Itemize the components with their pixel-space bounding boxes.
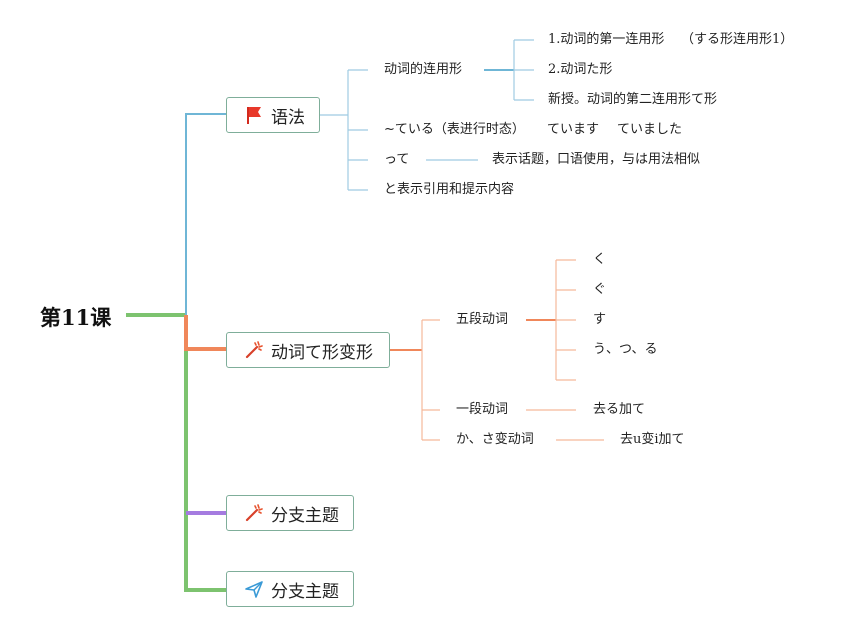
magic-wand-icon xyxy=(243,339,265,361)
subtopic-godan[interactable]: 五段动词 xyxy=(456,312,509,327)
topic-branch-4[interactable]: 分支主题 xyxy=(226,571,354,607)
subtopic-renyou[interactable]: 动词的连用形 xyxy=(384,62,463,77)
topic-te-form[interactable]: 动词て形变形 xyxy=(226,332,390,368)
topic-branch-4-label: 分支主题 xyxy=(271,581,339,602)
subtopic-godan-ku[interactable]: く xyxy=(593,252,607,267)
subtopic-renyou-1[interactable]: 1.动词的第一连用形 xyxy=(548,32,665,47)
paper-plane-icon xyxy=(243,578,265,600)
subtopic-to[interactable]: と表示引用和提示内容 xyxy=(384,182,515,197)
topic-grammar[interactable]: 语法 xyxy=(226,97,320,133)
subtopic-ka-sa-hen[interactable]: か、さ变动词 xyxy=(456,432,534,447)
subtopic-ichidan-rule[interactable]: 去る加て xyxy=(593,402,646,417)
subtopic-tte[interactable]: って xyxy=(384,152,410,167)
topic-branch-3-label: 分支主题 xyxy=(271,505,339,526)
subtopic-godan-gu[interactable]: ぐ xyxy=(593,282,607,297)
subtopic-teiru-extra-2: ていました xyxy=(617,122,683,137)
subtopic-godan-su[interactable]: す xyxy=(593,312,607,327)
subtopic-ichidan[interactable]: 一段动词 xyxy=(456,402,509,417)
topic-grammar-label: 语法 xyxy=(271,107,305,128)
subtopic-godan-u-tsu-ru[interactable]: う、つ、る xyxy=(593,342,658,357)
magic-wand-icon xyxy=(243,502,265,524)
topic-te-form-label: 动词て形变形 xyxy=(271,342,373,363)
te-form-connector xyxy=(390,259,604,441)
subtopic-teiru[interactable]: ~ている（表进行时态） xyxy=(384,122,525,137)
subtopic-ka-sa-hen-rule[interactable]: 去u变i加て xyxy=(620,432,685,447)
subtopic-renyou-1-note: （する形连用形1） xyxy=(681,32,794,47)
red-flag-icon xyxy=(243,104,265,126)
subtopic-renyou-3[interactable]: 新授。动词的第二连用形て形 xyxy=(548,92,718,107)
root-topic[interactable]: 第11课 xyxy=(40,305,112,330)
topic-branch-3[interactable]: 分支主题 xyxy=(226,495,354,531)
subtopic-teiru-extra-1: ています xyxy=(547,122,600,137)
subtopic-renyou-2[interactable]: 2.动词た形 xyxy=(548,62,613,77)
grammar-connector xyxy=(320,39,534,191)
root-connector xyxy=(126,113,226,592)
subtopic-tte-detail[interactable]: 表示话题，口语使用，与は用法相似 xyxy=(492,152,701,167)
